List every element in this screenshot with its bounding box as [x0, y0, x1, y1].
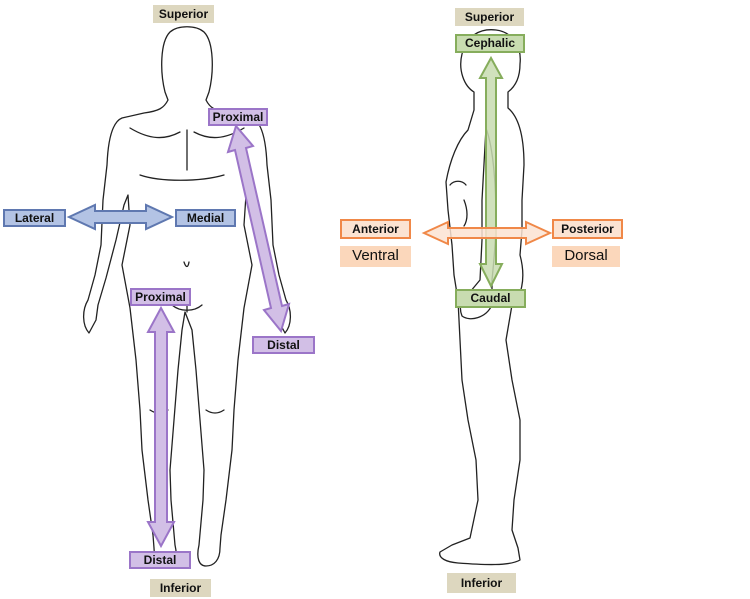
front-superior-label: Superior — [153, 5, 214, 23]
arrows — [66, 55, 553, 549]
leg-proximal-distal-arrow — [146, 305, 176, 549]
arm-distal-label: Distal — [252, 336, 315, 354]
arm-proximal-distal-arrow — [226, 123, 291, 334]
leg-distal-label: Distal — [129, 551, 191, 569]
caudal-label: Caudal — [455, 289, 526, 308]
side-inferior-label: Inferior — [447, 573, 516, 593]
medial-label: Medial — [175, 209, 236, 227]
lateral-label: Lateral — [3, 209, 66, 227]
side-body-outline — [439, 29, 525, 566]
anterior-label: Anterior — [340, 219, 411, 239]
cephalic-caudal-arrow — [478, 55, 504, 289]
front-inferior-label: Inferior — [150, 579, 211, 597]
dorsal-label: Dorsal — [552, 246, 620, 267]
lateral-medial-arrow — [66, 203, 175, 231]
posterior-label: Posterior — [552, 219, 623, 239]
front-body-outline — [82, 26, 292, 567]
cephalic-label: Cephalic — [455, 34, 525, 53]
side-superior-label: Superior — [455, 8, 524, 26]
anterior-posterior-arrow — [421, 220, 553, 246]
ventral-label: Ventral — [340, 246, 411, 267]
arm-proximal-label: Proximal — [208, 108, 268, 126]
leg-proximal-label: Proximal — [130, 288, 191, 306]
